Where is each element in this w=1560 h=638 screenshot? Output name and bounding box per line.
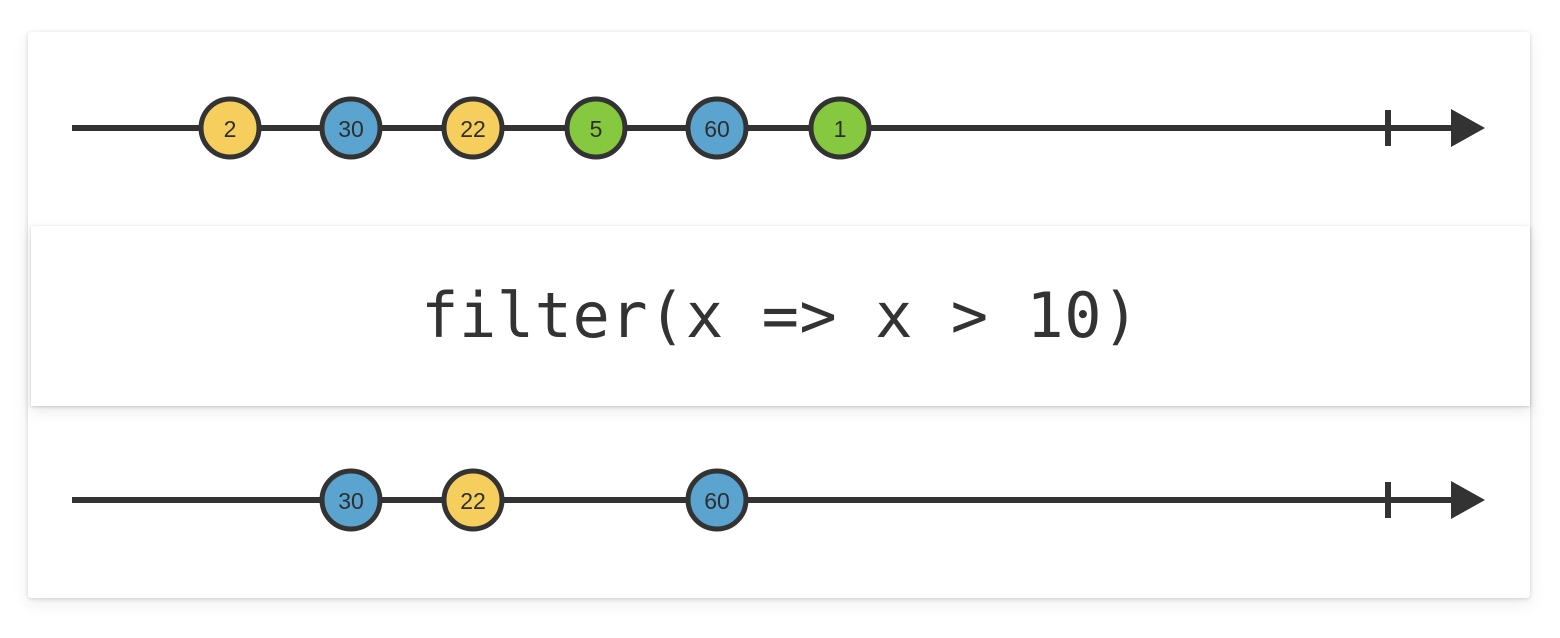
marble-value: 30 [338, 116, 364, 142]
source-arrow-icon [1451, 109, 1485, 147]
result-timeline: 30 22 60 [28, 404, 1530, 598]
source-timeline-svg: 2 30 22 5 60 1 [72, 96, 1485, 160]
source-marble-group: 2 30 22 5 60 1 [198, 96, 872, 160]
marble[interactable]: 22 [441, 468, 505, 532]
marble-value: 5 [590, 116, 603, 142]
marble-circle [685, 96, 749, 160]
marble-diagram-card: 2 30 22 5 60 1 filter(x => x > 10) 30 22 60 [28, 32, 1530, 598]
source-timeline: 2 30 22 5 60 1 [28, 32, 1530, 226]
marble[interactable]: 30 [319, 96, 383, 160]
marble-circle [441, 468, 505, 532]
marble-circle [319, 468, 383, 532]
marble-circle [319, 96, 383, 160]
result-timeline-axis [72, 481, 1485, 519]
marble-circle [808, 96, 872, 160]
marble-circle [441, 96, 505, 160]
marble-circle [564, 96, 628, 160]
marble-value: 60 [704, 488, 730, 514]
marble[interactable]: 5 [564, 96, 628, 160]
marble-value: 60 [704, 116, 730, 142]
marble-value: 22 [460, 488, 486, 514]
result-marble-group: 30 22 60 [319, 468, 749, 532]
result-timeline-svg: 30 22 60 [72, 468, 1485, 532]
marble-value: 1 [834, 116, 847, 142]
marble[interactable]: 60 [685, 468, 749, 532]
marble[interactable]: 22 [441, 96, 505, 160]
marble[interactable]: 2 [198, 96, 262, 160]
source-timeline-axis [72, 109, 1485, 147]
operator-panel[interactable]: filter(x => x > 10) [31, 226, 1530, 406]
operator-label: filter(x => x > 10) [421, 279, 1140, 352]
marble-value: 30 [338, 488, 364, 514]
marble-value: 22 [460, 116, 486, 142]
result-arrow-icon [1451, 481, 1485, 519]
marble[interactable]: 30 [319, 468, 383, 532]
marble[interactable]: 60 [685, 96, 749, 160]
marble-value: 2 [224, 116, 237, 142]
marble[interactable]: 1 [808, 96, 872, 160]
marble-circle [685, 468, 749, 532]
marble-circle [198, 96, 262, 160]
